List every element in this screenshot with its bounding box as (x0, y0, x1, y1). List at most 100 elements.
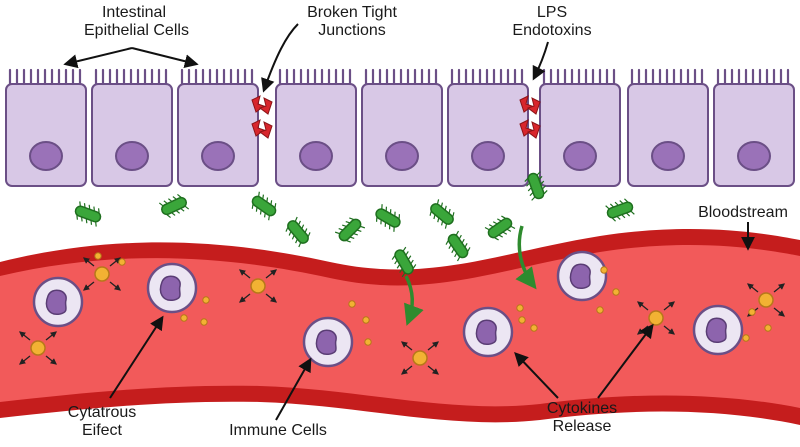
epithelial-cell (5, 68, 87, 187)
epithelial-label-line2: Epithelial Cells (84, 22, 189, 39)
epithelial-cell (539, 68, 621, 187)
junction-fragment (526, 121, 541, 139)
bacterium-fringe (445, 230, 471, 262)
cytokine-particle (648, 310, 664, 326)
cytokine-small (530, 324, 538, 332)
cytokine-arrow (400, 365, 413, 375)
lps-bacterium (285, 216, 311, 248)
lps-bacterium (391, 246, 417, 278)
cytokine-arrow (663, 301, 676, 311)
lps-bacterium (429, 199, 455, 229)
cytokine-particle (758, 292, 774, 308)
cytokine-small (516, 304, 524, 312)
cell-nucleus (471, 141, 505, 171)
tight-junction-pointer (261, 23, 299, 93)
bacterium-fringe (484, 215, 516, 241)
lps-bacteria (74, 171, 635, 278)
immune-cell-nucleus (315, 329, 337, 355)
lps-bacterium (158, 193, 190, 219)
microvilli (542, 68, 616, 86)
microvilli (94, 68, 168, 86)
cytotoxic-pointer (109, 315, 164, 399)
epithelial-pointer-right (131, 47, 199, 69)
bacterium-fringe (524, 171, 548, 201)
immune-cell-nucleus (569, 263, 591, 289)
translocation-arrow (404, 275, 424, 326)
immune-cells-label: Immune Cells (229, 422, 327, 439)
cytokine-small (364, 338, 372, 346)
microvilli (278, 68, 352, 86)
cytokine-arrow (427, 365, 440, 375)
cytokine-arrow (400, 341, 413, 351)
cytokine-arrow (773, 283, 786, 293)
microvilli (364, 68, 438, 86)
lps-bacterium (445, 230, 471, 262)
lps-label-line2: Endotoxins (512, 22, 592, 39)
cytokine-arrow (636, 301, 649, 311)
cell-nucleus (737, 141, 771, 171)
cell-nucleus (201, 141, 235, 171)
immune-cell (32, 276, 84, 328)
microvilli (450, 68, 524, 86)
microvilli (8, 68, 82, 86)
immune-cell (692, 304, 744, 356)
microvilli (630, 68, 704, 86)
lps-label-line1: LPS (536, 4, 568, 21)
cytokine-arrow (427, 341, 440, 351)
epithelial-cell (91, 68, 173, 187)
cytokine-small (200, 318, 208, 326)
immune-cell (146, 262, 198, 314)
cell-nucleus (29, 141, 63, 171)
bacterium-fringe (605, 198, 635, 222)
cytokine-small (518, 316, 526, 324)
cytokine-burst (400, 341, 440, 375)
cytokine-arrow (18, 355, 31, 365)
lps-bacterium (484, 215, 516, 241)
immune-cell (462, 306, 514, 358)
bacterium-body (287, 220, 309, 244)
cytokine-small (180, 314, 188, 322)
cytokine-arrow (45, 331, 58, 341)
cytokine-arrow (265, 269, 278, 279)
cytotoxic-label-line2: Eifect (81, 422, 122, 439)
microvilli (716, 68, 790, 86)
lps-pointer (532, 41, 549, 81)
broken-junction-1 (251, 95, 273, 139)
epithelial-cell (447, 68, 529, 187)
epithelial-cell (713, 68, 795, 187)
cytokines-label-line2: Release (552, 418, 612, 435)
bacterium-fringe (158, 193, 190, 219)
immune-pointer (275, 357, 312, 421)
broken-junction-2 (519, 95, 541, 139)
cytokines-release-label: Cytokines Release (534, 400, 630, 436)
cytokine-arrow (45, 355, 58, 365)
cytokine-small (600, 266, 608, 274)
cytokine-arrow (82, 257, 95, 267)
immune-cell (556, 250, 608, 302)
epithelial-cell (177, 68, 259, 187)
bacterium-body (74, 205, 102, 223)
cytokine-small (348, 300, 356, 308)
lps-bacterium (605, 198, 635, 222)
translocation-arrows (404, 225, 537, 326)
cytokine-small (764, 324, 772, 332)
junction-fragment (258, 121, 273, 139)
cytokine-burst (238, 269, 278, 303)
bacterium-fringe (334, 217, 366, 243)
bacterium-body (338, 218, 362, 242)
epithelial-cell (361, 68, 443, 187)
bacterium-fringe (375, 204, 401, 232)
epithelial-label-line1: Intestinal (101, 4, 167, 21)
lps-bacterium (251, 191, 277, 221)
junction-fragment (258, 97, 273, 115)
bacterium-body (251, 195, 277, 217)
lps-bacterium (334, 217, 366, 243)
cytokine-particle (250, 278, 266, 294)
cytokine-small (748, 308, 756, 316)
cytotoxic-label-line1: Cytatrous (67, 404, 137, 421)
lps-endotoxins-label: LPS Endotoxins (504, 4, 600, 40)
cytokine-arrow (746, 283, 759, 293)
bacterium-body (375, 208, 401, 228)
cytokine-arrow (238, 269, 251, 279)
bacterium-body (606, 201, 634, 219)
